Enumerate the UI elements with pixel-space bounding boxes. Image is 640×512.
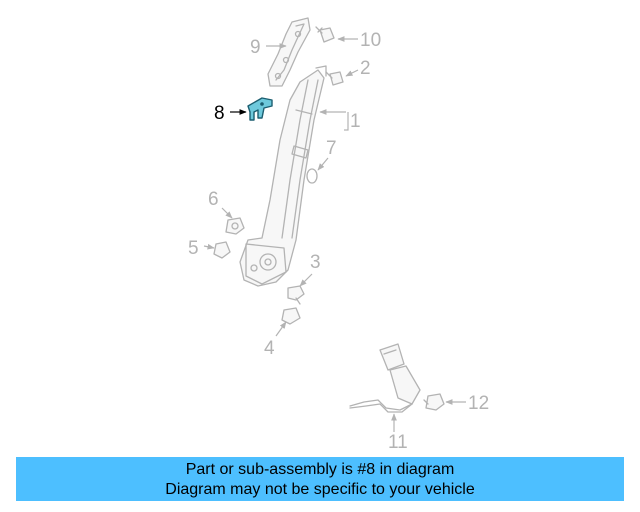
callout-9[interactable]: 9 — [250, 37, 261, 58]
callout-10[interactable]: 10 — [360, 30, 381, 51]
part-5-nut — [213, 241, 231, 259]
callout-8[interactable]: 8 — [214, 103, 225, 124]
callout-12[interactable]: 12 — [468, 393, 489, 414]
callout-4[interactable]: 4 — [264, 338, 275, 359]
part-7-ring — [306, 168, 318, 184]
part-8-clip-highlighted[interactable] — [247, 97, 273, 121]
leader-7 — [317, 157, 329, 171]
part-6-nut — [225, 217, 245, 235]
callout-5[interactable]: 5 — [188, 238, 199, 259]
part-9-anchor-bracket — [267, 17, 311, 87]
part-12-bolt — [423, 393, 445, 411]
part-4-clip — [281, 307, 301, 325]
part-3-bolt — [287, 285, 305, 305]
part-2-bolt — [325, 71, 344, 86]
part-11-buckle — [349, 343, 421, 413]
part-1-belt-assembly — [239, 65, 327, 287]
callout-6[interactable]: 6 — [208, 189, 219, 210]
leader-4 — [275, 321, 287, 337]
parts-diagram: 10 9 2 1 7 6 5 3 4 11 12 8 — [188, 17, 489, 453]
callout-7[interactable]: 7 — [326, 138, 337, 159]
info-banner: Part or sub-assembly is #8 in diagram Di… — [16, 457, 624, 501]
callout-11[interactable]: 11 — [388, 432, 408, 453]
leader-1 — [344, 112, 349, 131]
leader-5 — [203, 243, 215, 250]
banner-line-2: Diagram may not be specific to your vehi… — [165, 481, 475, 498]
part-10-bolt — [315, 26, 335, 43]
callout-1[interactable]: 1 — [350, 111, 361, 132]
leader-6 — [221, 207, 233, 219]
callout-2[interactable]: 2 — [360, 58, 371, 79]
leader-2 — [345, 69, 359, 77]
callout-3[interactable]: 3 — [310, 252, 321, 273]
leader-3 — [299, 273, 313, 287]
banner-line-1: Part or sub-assembly is #8 in diagram — [185, 461, 455, 478]
